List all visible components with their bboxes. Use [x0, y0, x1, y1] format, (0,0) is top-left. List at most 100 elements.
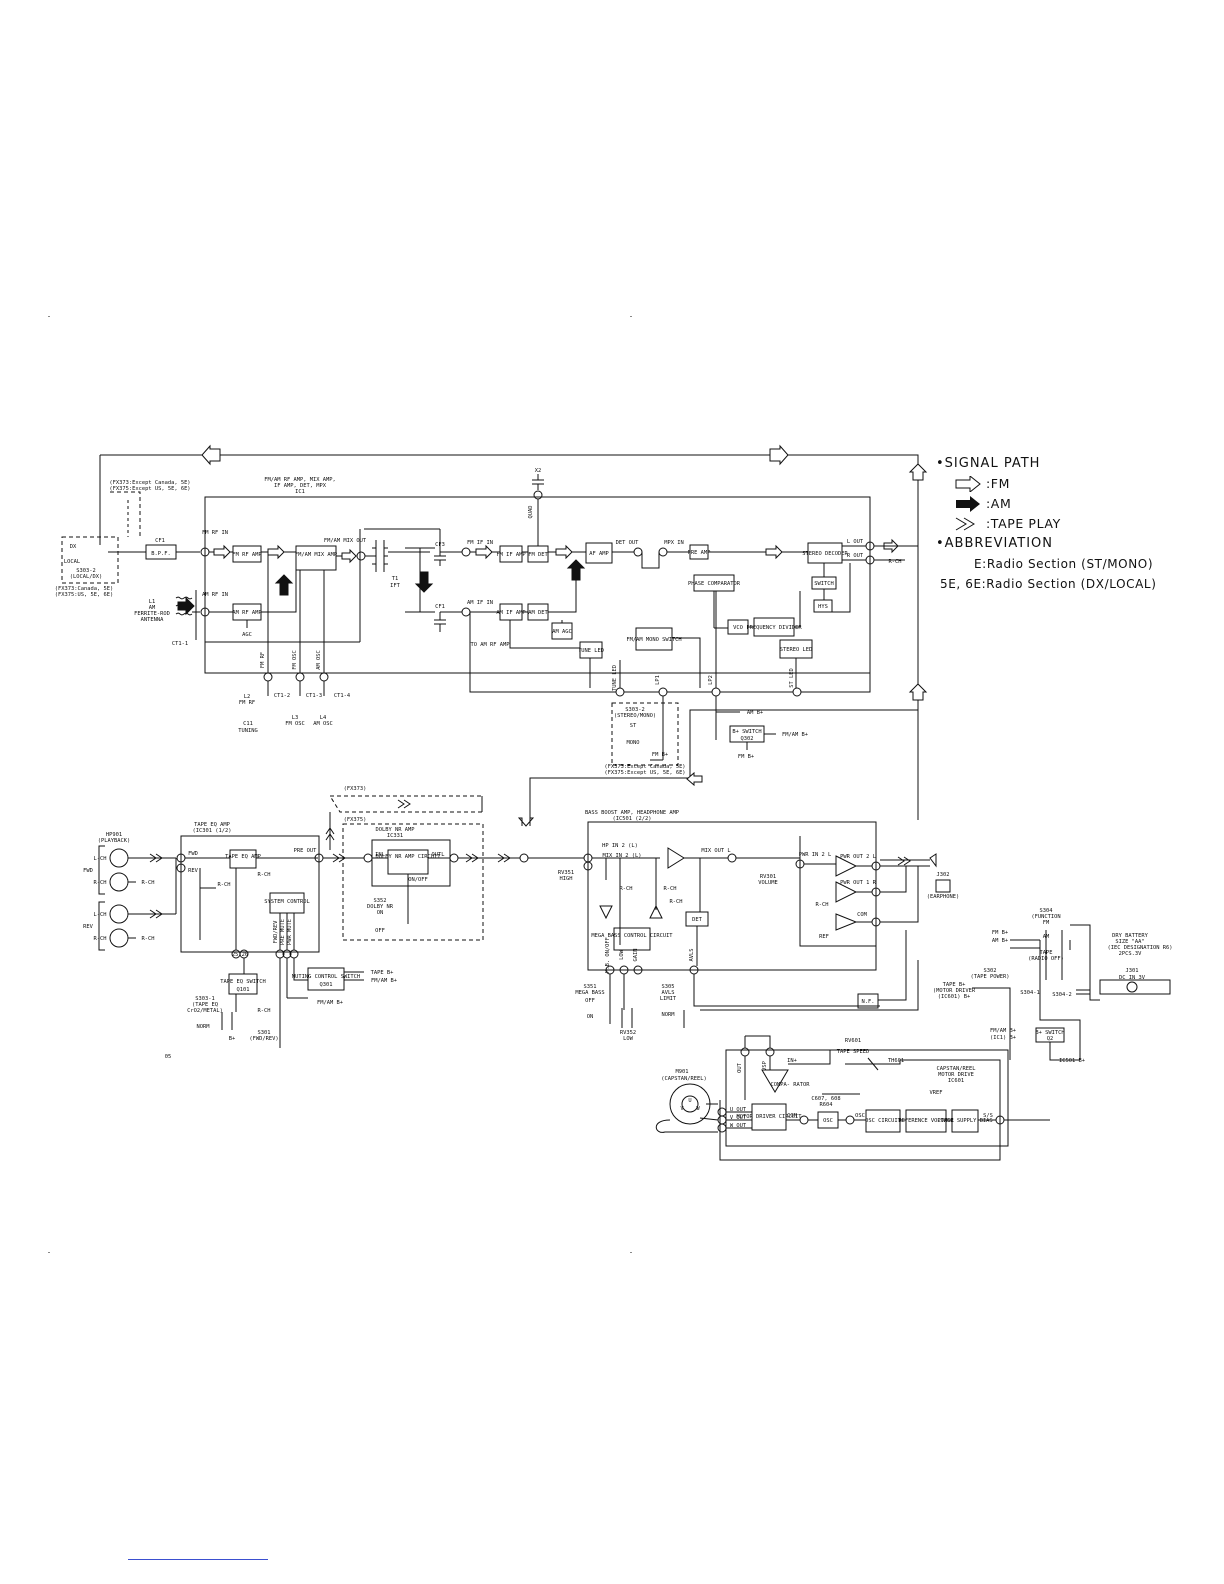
page-ref: 05 — [165, 1054, 172, 1060]
stereo-mono-label: (STEREO/MONO) — [614, 713, 656, 719]
l-ch-rev: L-CH — [94, 912, 107, 918]
power-supply-bias-block — [951, 1109, 979, 1133]
am-rf-in-label: AM RF IN — [202, 592, 228, 598]
to-am-rf-label: TO AM RF AMP — [471, 642, 510, 648]
head-r-fwd — [109, 872, 129, 892]
cf1-label: CF1 — [155, 538, 165, 544]
tune-led-block — [579, 641, 603, 659]
tuning-label: TUNING — [238, 728, 257, 734]
tape-eq-switch-q101 — [228, 973, 258, 995]
tape-bplus-label: TAPE B+ — [371, 970, 394, 976]
bplus-label: B+ — [229, 1036, 236, 1042]
pin — [461, 607, 471, 617]
am-rf-amp-label: AM RF AMP — [232, 610, 261, 616]
signal-arrow — [908, 463, 928, 481]
fm-bplus-pw: FM B+ — [992, 930, 1009, 936]
ref-label: REF — [819, 934, 829, 940]
reference-voltage-block — [905, 1109, 947, 1133]
tape-arrow — [149, 909, 163, 919]
r-ch-bass1: R-CH — [620, 886, 633, 892]
mega-bass-block — [613, 927, 651, 951]
ic301-outline — [180, 835, 320, 953]
am-arrow — [414, 571, 434, 593]
fm-arrow — [475, 544, 493, 560]
th601-label: TH601 — [888, 1058, 904, 1064]
pin — [176, 863, 186, 873]
fm-if-amp-block — [499, 545, 523, 563]
fm-sw: FM — [1043, 920, 1050, 926]
com-amp — [835, 913, 858, 931]
l2-label: L2 — [244, 694, 251, 700]
pin — [363, 853, 373, 863]
pin — [717, 1115, 727, 1125]
quad-label: QUAD — [528, 506, 534, 519]
fmam-mix-amp-label: FM/AM MIX AMP — [295, 552, 337, 558]
osc-label: OSC — [823, 1118, 833, 1124]
footer-link-underline[interactable] — [128, 1559, 268, 1560]
signal-arrow — [201, 444, 221, 466]
pwr-mute-pin: PWR MUTE — [287, 919, 293, 945]
ferrite-label: FERRITE-ROD — [134, 611, 170, 617]
pin — [658, 547, 668, 557]
fx373-stereo-note: (FX373:Except Canada, 5E) — [604, 764, 685, 770]
abbrev-e: E:Radio Section (ST/MONO) — [974, 557, 1154, 571]
vref-label: VREF — [930, 1090, 943, 1096]
pin — [263, 672, 273, 682]
fm-if-in-label: FM IF IN — [467, 540, 493, 546]
osc-circuit-label: OSC CIRCUIT — [865, 1118, 901, 1124]
fmam-mix-amp-block — [295, 545, 337, 571]
fwd-label: FWD — [83, 868, 93, 874]
j301-jack — [1099, 979, 1171, 995]
pin — [792, 687, 802, 697]
low-sw-label: LOW — [623, 1036, 633, 1042]
nf-label: N.F. — [862, 999, 875, 1005]
lp1-pin: LP1 — [655, 675, 661, 685]
s304-1-label: S304-1 — [1020, 990, 1039, 996]
fx373-note: (FX373:Except Canada, 5E) — [109, 480, 190, 486]
head-l-fwd — [109, 848, 129, 868]
cf2-label: CF1 — [435, 604, 445, 610]
am-if-amp-label: AM IF AMP — [496, 610, 525, 616]
fm-rf-amp-label: FM RF AMP — [232, 552, 261, 558]
hp-in-label: HP IN 2 (L) — [602, 843, 638, 849]
pin — [658, 687, 668, 697]
s304-label: S304 — [1040, 908, 1053, 914]
local-dx-label: (LOCAL/DX) — [70, 574, 102, 580]
comparator-label: COMPA- RATOR — [771, 1082, 811, 1088]
fx373-label: (FX373) — [344, 786, 367, 792]
ic1-title: FM/AM RF AMP, MIX AMP, — [264, 477, 335, 483]
pwr-out1-label: PWR OUT 1 R — [840, 880, 876, 886]
outl-label: OUTL — [432, 852, 445, 858]
muting-label: MUTING CONTROL SWITCH — [292, 974, 360, 980]
stereo-decoder-block — [807, 542, 843, 564]
fm-bplus-b: FM B+ — [738, 754, 755, 760]
fmam-bplus-label: FM/AM B+ — [782, 732, 809, 738]
vsp-pin: VSP — [762, 1061, 768, 1071]
comparator-triangle — [761, 1069, 789, 1093]
motor-driver-circuit-label: MOTOR DRIVER CIRCUIT — [737, 1114, 803, 1120]
r-ch-fwd: R-CH — [94, 880, 107, 886]
s303-2b-label: S303-2 — [625, 707, 644, 713]
motor-driver-pw: (MOTOR DRIVER — [933, 988, 976, 994]
am-arrow — [566, 559, 586, 581]
ic1-title-2: IF AMP, DET, MPX — [274, 483, 327, 489]
pin — [740, 1047, 750, 1057]
tune-led-label: TUNE LED — [578, 648, 604, 654]
osc-pin: OSC — [855, 1113, 865, 1119]
com-pin: COM — [787, 1113, 797, 1119]
am-bplus-pw: AM B+ — [992, 938, 1009, 944]
ic601-label: IC601 — [948, 1078, 964, 1084]
lp2-pin: LP2 — [708, 675, 714, 685]
fx375-label: (FX375) — [344, 817, 367, 823]
l3-label: L3 — [292, 715, 299, 721]
fx375-note: (FX375:Except US, 5E, 6E) — [109, 486, 190, 492]
cf3-label: CF3 — [435, 542, 445, 548]
q301-label: Q301 — [320, 982, 333, 988]
dc-in-label: DC IN 3V — [1119, 975, 1146, 981]
stereo-led-label: STEREO LED — [780, 647, 812, 653]
ct1-1-label: CT1-1 — [172, 641, 188, 647]
power-supply-label: POWER SUPPLY BIAS — [937, 1118, 992, 1124]
fm-arrow — [765, 544, 783, 560]
tape-eq-amp-title: TAPE EQ AMP — [194, 822, 230, 828]
mega-bass-sw: MEGA BASS — [575, 990, 604, 996]
